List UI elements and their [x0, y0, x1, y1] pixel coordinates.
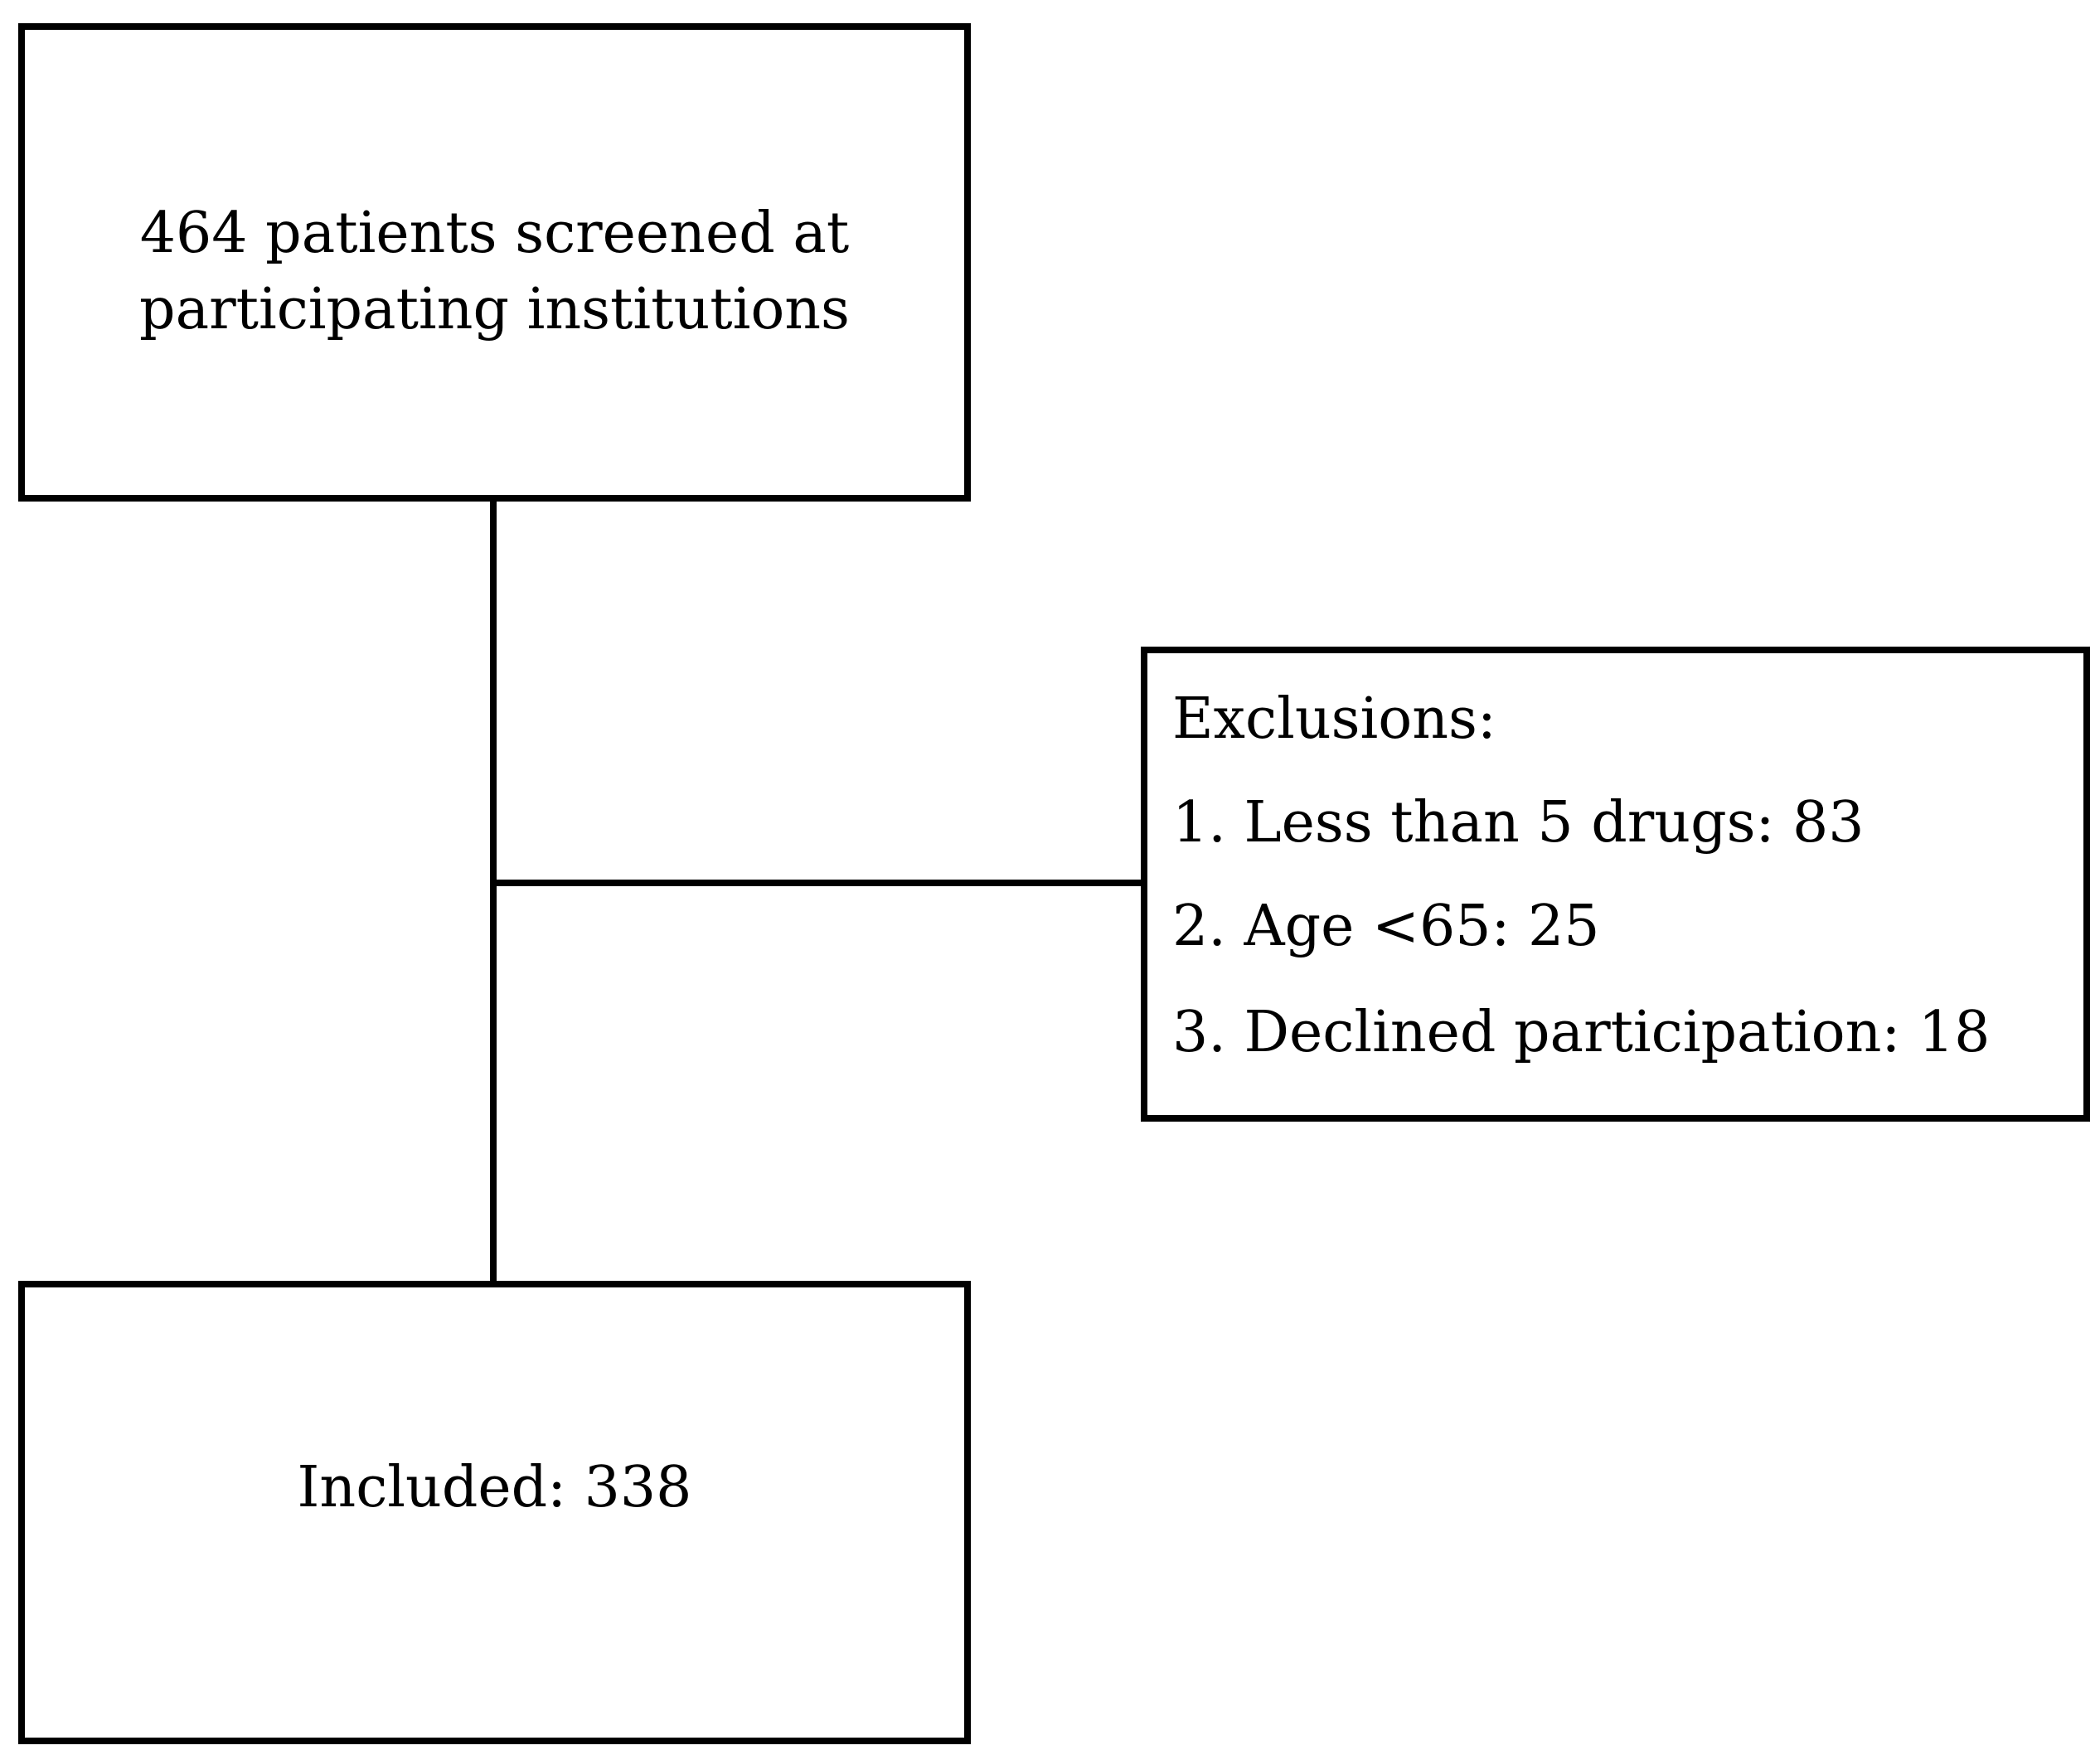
- exclusion-item-age-under-65: 2. Age <65: 25: [1172, 894, 1600, 959]
- exclusion-item-declined-participation: 3. Declined participation: 18: [1172, 1000, 1991, 1065]
- exclusion-item-less-than-5-drugs: 1. Less than 5 drugs: 83: [1172, 790, 1865, 856]
- exclusions-title: Exclusions:: [1172, 686, 1496, 752]
- exclusion-branch-connector-line: [490, 880, 1141, 886]
- screened-patients-text: 464 patients screened at participating i…: [139, 196, 850, 348]
- screened-patients-box: 464 patients screened at participating i…: [18, 23, 971, 502]
- screened-patients-line-1: 464 patients screened at: [139, 201, 850, 266]
- exclusions-box: Exclusions: 1. Less than 5 drugs: 83 2. …: [1141, 647, 2090, 1122]
- vertical-connector-line: [490, 502, 497, 1281]
- screened-patients-line-2: participating institutions: [139, 277, 850, 342]
- included-patients-box: Included: 338: [18, 1281, 971, 1744]
- included-patients-text: Included: 338: [297, 1454, 692, 1520]
